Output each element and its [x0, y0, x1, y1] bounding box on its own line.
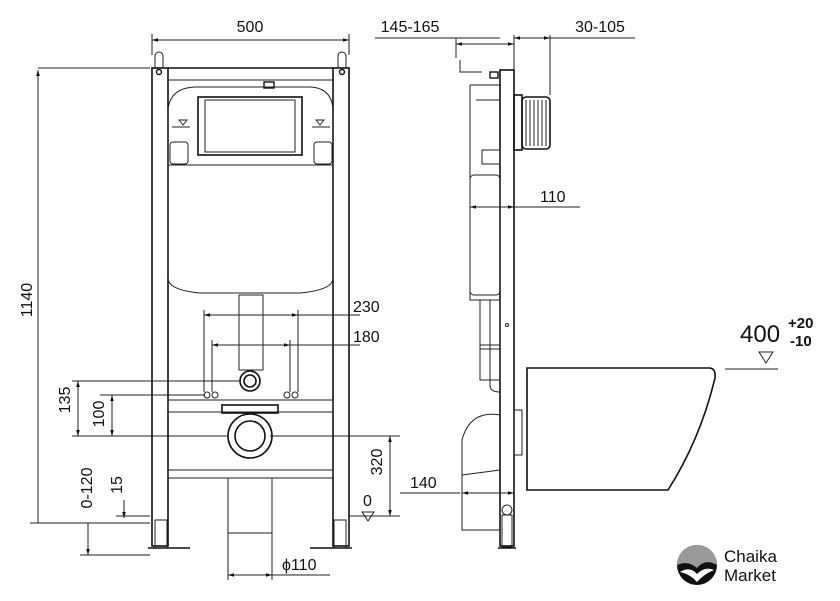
logo-line2: Market	[724, 566, 776, 585]
dim-0-120: 0-120	[79, 467, 96, 508]
dim-135: 135	[57, 387, 74, 414]
seat-height-label: 400	[740, 321, 780, 348]
frame	[148, 51, 352, 549]
dim-pipe-diameter: ϕ110	[282, 557, 317, 574]
dim-140: 140	[410, 475, 437, 492]
dim-15: 15	[109, 476, 126, 494]
front-dimensions: 500 1140 135 100 0-120 15 230 18	[19, 19, 400, 580]
seat-tol-plus: +20	[788, 315, 813, 332]
dim-320: 320	[369, 449, 386, 476]
plate-offset-label: 30-105	[575, 19, 625, 36]
side-view: 145-165 30-105 110 140 400 +20 -10	[375, 19, 813, 549]
dim-180: 180	[353, 329, 380, 346]
cistern	[167, 86, 334, 294]
flush-pipe	[203, 294, 299, 459]
logo-line1: Chaika	[724, 547, 777, 566]
side-dimensions: 145-165 30-105 110 140 400 +20 -10	[375, 19, 813, 495]
dim-100: 100	[91, 401, 108, 428]
dim-230: 230	[353, 299, 380, 316]
seat-tol-minus: -10	[790, 333, 812, 350]
chaika-market-logo: Chaika Market	[677, 545, 777, 585]
front-view: 500 1140 135 100 0-120 15 230 18	[19, 19, 400, 580]
width-label: 500	[237, 19, 264, 36]
toilet-bowl	[526, 367, 716, 491]
dim-110: 110	[540, 189, 566, 206]
dim-0: 0	[363, 493, 372, 510]
depth-label: 145-165	[381, 19, 440, 36]
height-label: 1140	[19, 283, 36, 318]
